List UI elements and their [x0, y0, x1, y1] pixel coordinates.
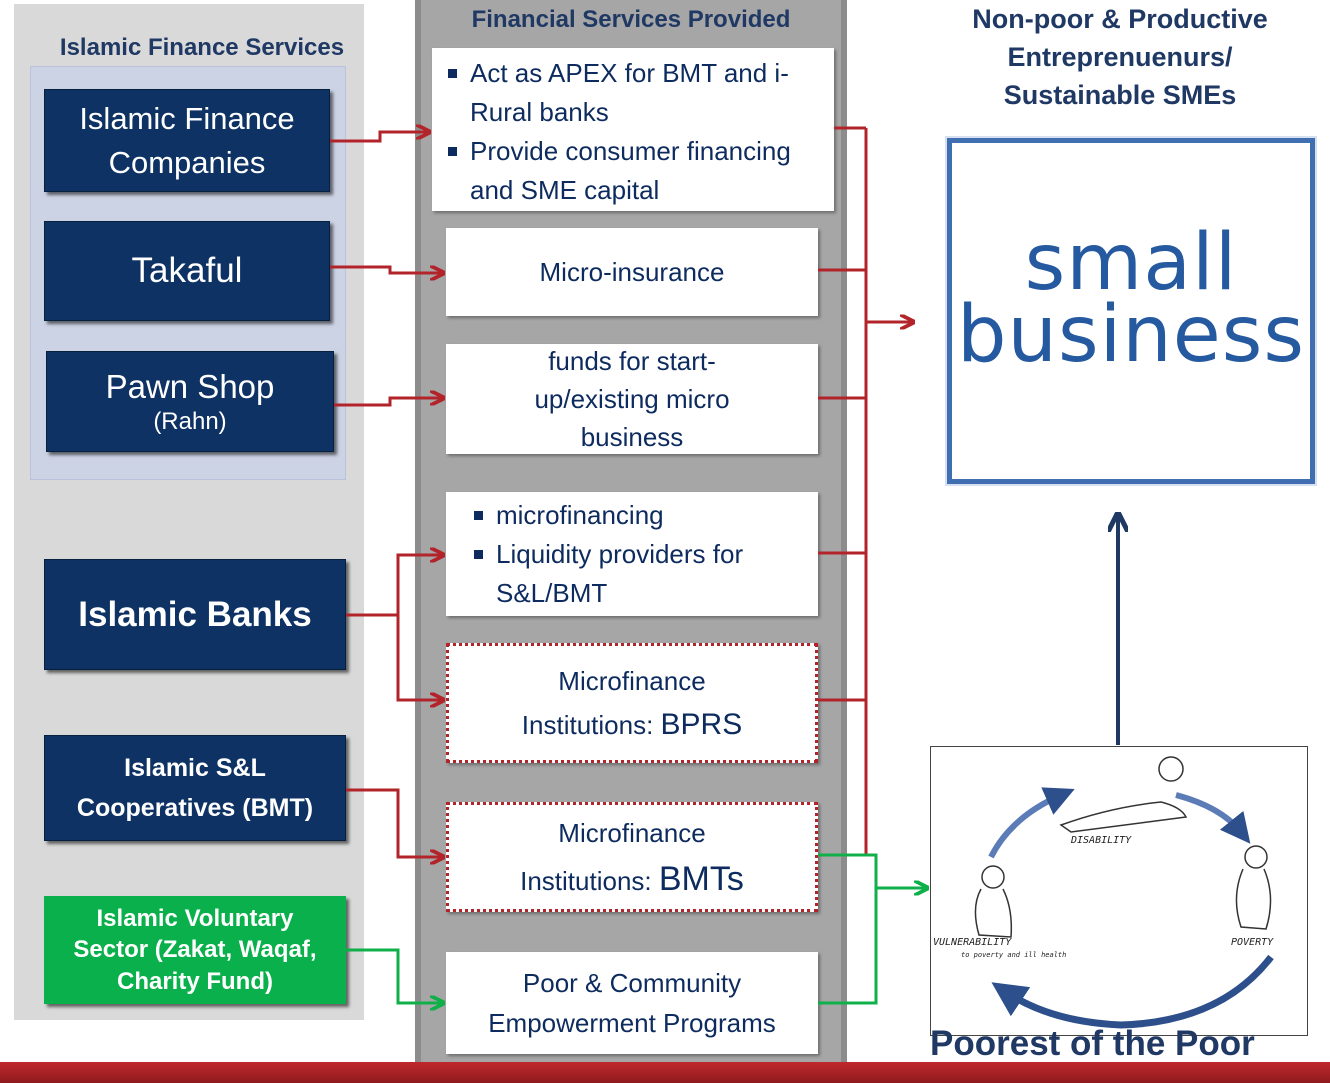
box-label: Pawn Shop [105, 367, 275, 405]
apex-bullet: Provide consumer financing and SME capit… [440, 132, 824, 210]
vulnerability-sublabel: to poverty and ill health [961, 951, 1066, 959]
arrow-banks-split [346, 555, 442, 617]
arrow-pawn-funds [334, 398, 442, 407]
box-label: Charity Fund) [117, 967, 273, 995]
bprs-box: Microfinance Institutions: BPRS [446, 643, 818, 763]
box-label: Islamic S&L [124, 754, 266, 782]
islamic-finance-companies-box: Islamic Finance Companies [44, 89, 330, 192]
microfinancing-box: microfinancing Liquidity providers for S… [446, 492, 818, 616]
left-header: Islamic Finance Services [59, 34, 345, 61]
funds-box: funds for start- up/existing micro busin… [446, 344, 818, 454]
pawn-shop-box: Pawn Shop (Rahn) [46, 351, 334, 452]
microfinancing-bullet: microfinancing [466, 496, 792, 535]
service-label: up/existing micro [534, 384, 730, 414]
service-label: funds for start- [548, 346, 716, 376]
service-label: Institutions: BPRS [522, 703, 742, 747]
arrow-takaful-insurance [330, 265, 442, 273]
service-label-emph: BMTs [658, 860, 744, 898]
box-label: Islamic Finance [79, 100, 295, 136]
arrow-banks-bprs [396, 615, 442, 700]
poorest-label: Poorest of the Poor [930, 1024, 1255, 1063]
box-label: Islamic Voluntary [96, 905, 294, 933]
mid-header: Financial Services Provided [471, 6, 791, 33]
islamic-banks-box: Islamic Banks [44, 559, 346, 670]
service-label: Poor & Community [522, 968, 742, 998]
poor-programs-box: Poor & Community Empowerment Programs [446, 952, 818, 1054]
box-label: Cooperatives (BMT) [76, 794, 314, 822]
bottom-bar [0, 1062, 1330, 1083]
logo-word: business [957, 290, 1305, 380]
service-label: business [580, 422, 684, 452]
right-header-line: Sustainable SMEs [1003, 80, 1237, 110]
box-sublabel: (Rahn) [153, 407, 227, 435]
service-label: Institutions: BMTs [520, 856, 744, 904]
box-label: Sector (Zakat, Waqaf, [73, 936, 317, 964]
poverty-cycle-box: DISABILITY POVERTY VULNERABILITY to pove… [930, 746, 1308, 1036]
right-header-line: Non-poor & Productive [972, 4, 1268, 34]
logo-word: small [1024, 218, 1238, 308]
service-label: Micro-insurance [539, 256, 725, 287]
disability-label: DISABILITY [1070, 835, 1132, 846]
apex-services-box: Act as APEX for BMT and i-Rural banks Pr… [432, 48, 834, 211]
vulnerability-label: VULNERABILITY [933, 937, 1012, 948]
service-label-emph: BPRS [660, 708, 743, 741]
service-label: Microfinance [558, 666, 706, 696]
poverty-label: POVERTY [1231, 937, 1274, 948]
apex-bullet: Act as APEX for BMT and i-Rural banks [440, 54, 824, 132]
micro-insurance-box: Micro-insurance [446, 228, 818, 316]
arrow-ifc-apex [330, 132, 428, 143]
right-header-line: Entreprenuenurs/ [1007, 42, 1233, 72]
poverty-cycle-illustration: DISABILITY POVERTY VULNERABILITY to pove… [933, 756, 1274, 1029]
service-label-prefix: Institutions: [520, 866, 659, 896]
box-label: Islamic Banks [78, 594, 312, 634]
microfinancing-bullet: Liquidity providers for S&L/BMT [466, 535, 792, 613]
box-label: Takaful [131, 251, 243, 290]
small-business-logo: small business [952, 218, 1310, 380]
islamic-voluntary-sector-box: Islamic Voluntary Sector (Zakat, Waqaf, … [44, 896, 346, 1004]
service-label: Empowerment Programs [488, 1008, 776, 1038]
islamic-sl-cooperatives-box: Islamic S&L Cooperatives (BMT) [44, 735, 346, 841]
arrow-voluntary-poor [346, 948, 442, 1003]
arrow-sl-bmts [346, 788, 442, 857]
takaful-box: Takaful [44, 221, 330, 321]
box-label: Companies [108, 144, 266, 180]
right-header: Non-poor & Productive Entreprenuenurs/ S… [905, 0, 1330, 114]
service-label: Microfinance [558, 818, 706, 848]
small-business-box: small business [947, 138, 1315, 484]
bmts-box: Microfinance Institutions: BMTs [446, 802, 818, 912]
service-label-prefix: Institutions: [521, 710, 661, 740]
